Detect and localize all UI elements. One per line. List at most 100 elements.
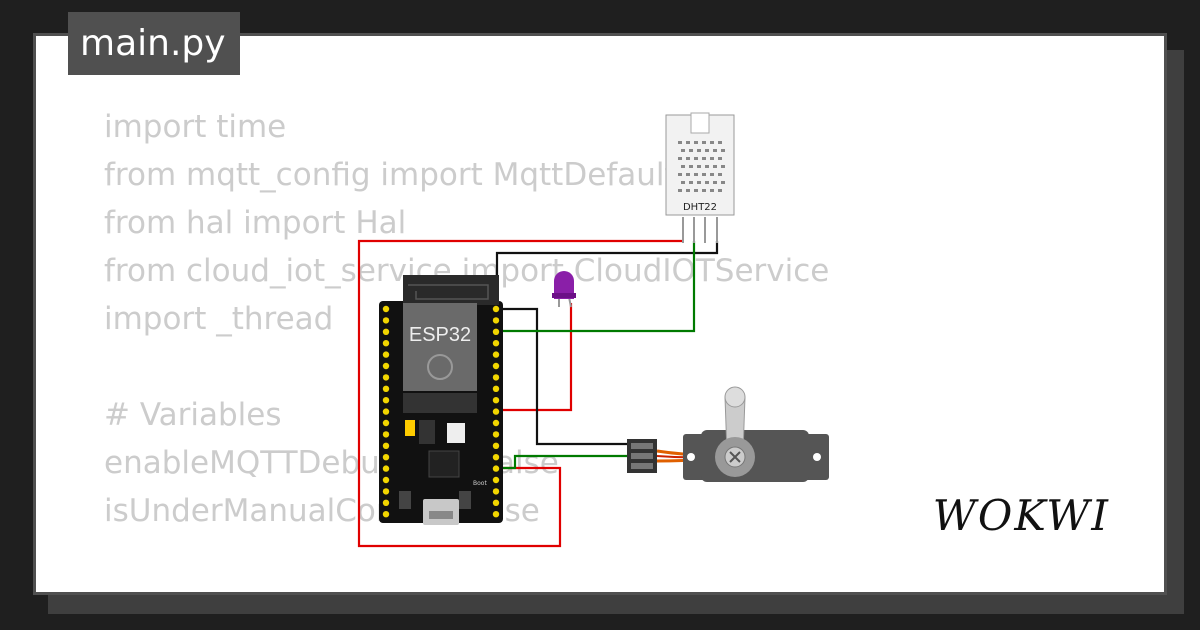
wire-red-led <box>495 303 573 412</box>
header-pin <box>492 317 500 324</box>
sensor-vent <box>694 189 698 192</box>
code-line-8-tail: alse <box>496 445 559 481</box>
header-pin <box>382 419 390 427</box>
sensor-vent <box>713 165 717 168</box>
header-pin <box>492 465 500 472</box>
boot-button <box>459 491 471 509</box>
sensor-vent <box>705 149 709 152</box>
header-pin <box>492 442 500 449</box>
sensor-vent <box>694 141 698 144</box>
header-pin <box>492 488 500 495</box>
sensor-vent <box>689 165 693 168</box>
sensor-vent <box>713 181 717 184</box>
header-pin <box>492 499 500 506</box>
sensor-vent <box>718 141 722 144</box>
header-pin <box>382 385 390 392</box>
header-pin <box>382 465 390 472</box>
sensor-vent <box>718 157 722 160</box>
sensor-vent <box>721 181 725 184</box>
wire-red-dht <box>357 239 683 548</box>
sensor-vent <box>681 181 685 184</box>
sensor-vent <box>689 149 693 152</box>
wire-black-dht <box>495 241 719 309</box>
sensor-vent <box>702 141 706 144</box>
sensor-vent <box>710 189 714 192</box>
sensor-vent <box>694 157 698 160</box>
sensor-vent <box>697 149 701 152</box>
header-pin <box>492 511 500 518</box>
sensor-vent <box>697 165 701 168</box>
sensor-vent <box>702 189 706 192</box>
header-pin <box>382 328 390 335</box>
code-line-1: import time <box>104 109 287 145</box>
preview-card: import time from mqtt_config import Mqtt… <box>33 33 1167 595</box>
sensor-vent <box>705 181 709 184</box>
wire-black-servo <box>495 307 631 446</box>
boot-label: Boot <box>473 480 487 487</box>
header-pin <box>382 499 390 506</box>
header-pin <box>382 442 390 449</box>
sensor-vent <box>702 173 706 176</box>
header-pin <box>492 476 500 484</box>
file-tab-main[interactable]: main.py <box>68 12 240 75</box>
wokwi-logo: WOKWI <box>932 491 1110 540</box>
header-pin <box>382 454 390 461</box>
sensor-vent <box>694 173 698 176</box>
sensor-vent <box>681 149 685 152</box>
code-line-9-tail: lse <box>496 493 540 529</box>
sensor-vent <box>710 173 714 176</box>
header-pin <box>492 408 500 415</box>
esp32-board: ESP32 Boot <box>379 275 503 525</box>
header-pin <box>492 454 500 461</box>
code-line-9: isUnderManualContr <box>104 493 421 529</box>
pin-header-left <box>382 305 390 518</box>
dht22-label: DHT22 <box>683 202 717 213</box>
header-pin <box>382 317 390 324</box>
led <box>552 271 576 308</box>
header-pin <box>492 362 500 370</box>
code-line-5: import _thread <box>104 301 334 337</box>
sensor-vent <box>705 165 709 168</box>
header-pin <box>382 488 390 495</box>
sensor-vent <box>681 165 685 168</box>
sensor-vent <box>686 173 690 176</box>
sensor-vent <box>678 141 682 144</box>
sensor-vent <box>710 157 714 160</box>
usb-chip <box>447 423 465 443</box>
sensor-vent <box>718 189 722 192</box>
sensor-vent <box>686 141 690 144</box>
header-pin <box>382 374 390 381</box>
header-pin <box>382 305 390 313</box>
header-pin <box>382 340 390 347</box>
sensor-vent <box>721 165 725 168</box>
sensor-vent <box>689 181 693 184</box>
esp32-label: ESP32 <box>409 324 471 346</box>
wire-green-dht <box>495 241 696 333</box>
circuit-diagram: ESP32 Boot <box>357 112 829 548</box>
code-line-3: from hal import Hal <box>104 205 407 241</box>
header-pin <box>382 431 390 438</box>
header-pin <box>382 362 390 370</box>
sensor-vent <box>713 149 717 152</box>
header-pin <box>492 431 500 438</box>
sensor-vent <box>721 149 725 152</box>
header-pin <box>492 419 500 427</box>
reset-button <box>399 491 411 509</box>
header-pin <box>382 397 390 404</box>
sensor-vent <box>686 157 690 160</box>
antenna <box>408 284 489 300</box>
header-pin <box>492 328 500 335</box>
header-pin <box>382 511 390 518</box>
sensor-vent <box>718 173 722 176</box>
sensor-vent <box>702 157 706 160</box>
header-pin <box>492 340 500 347</box>
wire-green-servo <box>495 454 631 470</box>
header-pin <box>382 476 390 484</box>
header-pin <box>492 351 500 358</box>
servo-motor <box>627 386 829 482</box>
sensor-vent <box>686 189 690 192</box>
pin-header-right <box>492 305 500 518</box>
header-pin <box>382 351 390 358</box>
header-pin <box>492 305 500 313</box>
dht22-sensor: DHT22 <box>665 112 735 243</box>
